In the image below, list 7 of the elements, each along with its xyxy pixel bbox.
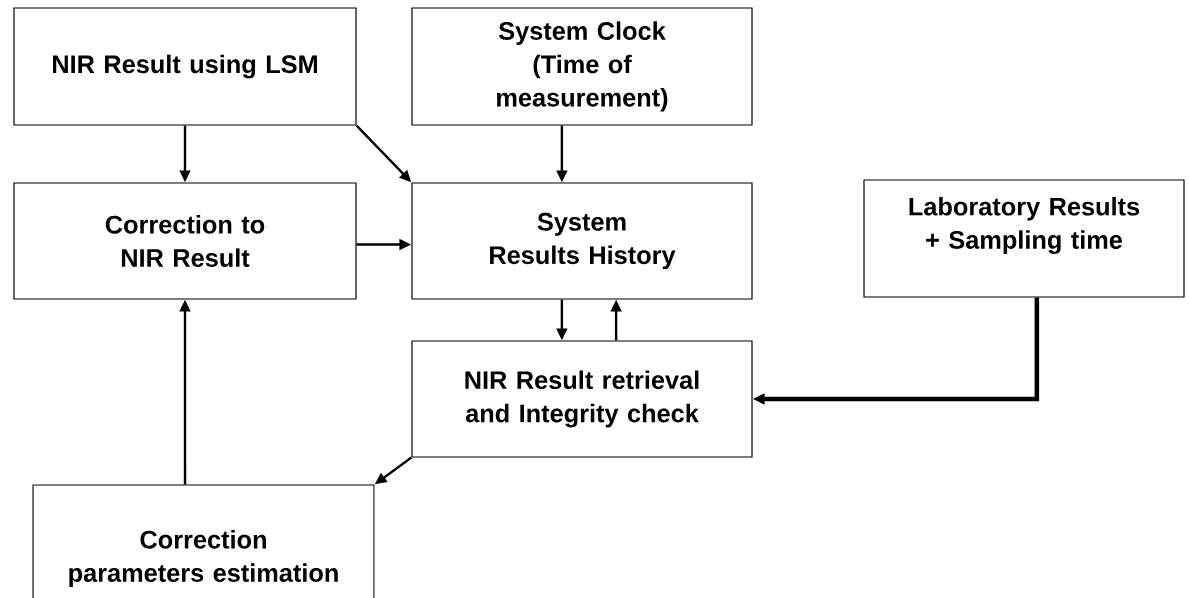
process-box: Correction parameters estimation: [32, 484, 375, 598]
process-box: System Clock (Time of measurement): [411, 7, 753, 126]
process-box: Correction to NIR Result: [13, 182, 357, 300]
process-box: NIR Result retrieval and Integrity check: [411, 340, 753, 458]
process-box: System Results History: [411, 182, 753, 300]
process-box: Laboratory Results + Sampling time: [863, 179, 1185, 298]
process-box: NIR Result using LSM: [13, 7, 357, 126]
